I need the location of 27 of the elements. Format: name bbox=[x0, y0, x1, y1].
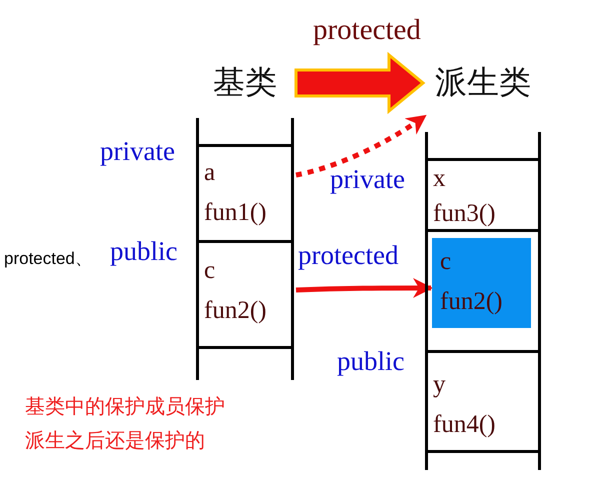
arrow bbox=[296, 278, 433, 298]
access-label: protected bbox=[298, 240, 398, 271]
note-text: 基类中的保护成员保护派生之后还是保护的 bbox=[25, 395, 226, 454]
member-name: fun4() bbox=[432, 410, 496, 440]
block-arrow bbox=[294, 52, 426, 114]
member-name: x bbox=[432, 164, 446, 194]
highlighted-member-box bbox=[432, 238, 531, 328]
member-name: fun2() bbox=[203, 296, 268, 326]
member-name: c bbox=[439, 247, 452, 277]
edge-label: protected bbox=[313, 14, 421, 47]
member-box bbox=[196, 240, 294, 349]
access-label: private bbox=[100, 136, 175, 167]
access-label: private bbox=[330, 164, 405, 195]
access-label: public bbox=[337, 346, 404, 377]
member-name: c bbox=[203, 256, 216, 286]
access-label: public bbox=[110, 236, 178, 267]
note-text: protected、 bbox=[4, 248, 92, 270]
member-name: fun2() bbox=[439, 287, 504, 317]
member-box bbox=[425, 350, 541, 453]
member-name: a bbox=[203, 158, 216, 188]
member-box bbox=[425, 158, 541, 232]
member-name: fun1() bbox=[203, 198, 268, 228]
class-heading: 派生类 bbox=[434, 62, 532, 103]
dotted-arrow bbox=[296, 114, 427, 178]
member-name: fun3() bbox=[432, 199, 496, 229]
class-heading: 基类 bbox=[212, 62, 278, 103]
member-name: y bbox=[432, 370, 446, 400]
